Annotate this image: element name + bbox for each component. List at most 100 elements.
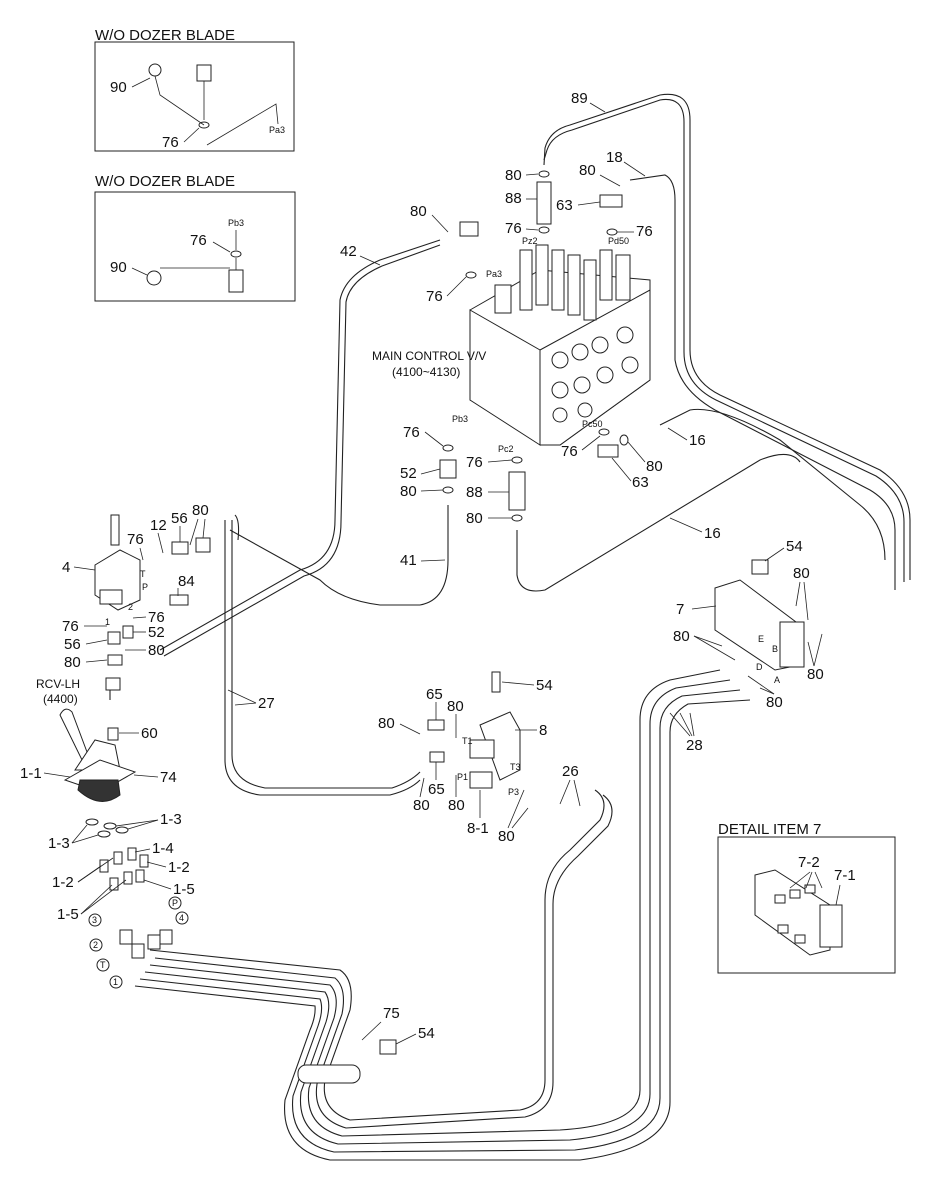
main-control-valve: MAIN CONTROL V/V (4100~4130) Pz2 Pd50 Pa… xyxy=(372,236,651,454)
port-pa3: Pa3 xyxy=(486,269,502,279)
callout-80-l: 80 xyxy=(807,666,824,683)
callout-56-b: 56 xyxy=(64,636,81,653)
callout-18: 18 xyxy=(606,149,623,166)
callout-90-a: 90 xyxy=(110,79,127,96)
callout-12: 12 xyxy=(150,517,167,534)
callout-1-2-b: 1-2 xyxy=(52,874,74,891)
port-1-valve4: 1 xyxy=(105,617,110,627)
callout-75: 75 xyxy=(383,1005,400,1022)
callouts: 89 18 80 80 88 63 76 76 80 42 76 76 52 8… xyxy=(20,90,824,1045)
callout-1-5-a: 1-5 xyxy=(173,881,195,898)
tee-63-top xyxy=(599,194,623,208)
callout-63-a: 63 xyxy=(556,197,573,214)
fitting-52 xyxy=(439,459,457,479)
detail-frame xyxy=(717,836,896,974)
port-d: D xyxy=(756,662,763,672)
callout-80-b: 80 xyxy=(579,162,596,179)
callout-88-a: 88 xyxy=(505,190,522,207)
callout-80-i: 80 xyxy=(64,654,81,671)
callout-1-3-b: 1-3 xyxy=(48,835,70,852)
callout-7-2: 7-2 xyxy=(798,854,820,871)
port-pa3-inset: Pa3 xyxy=(269,125,285,135)
callout-8: 8 xyxy=(539,722,547,739)
port-t1: T1 xyxy=(462,736,473,746)
bolt-54-center xyxy=(491,671,501,693)
callout-52-a: 52 xyxy=(400,465,417,482)
port-pb3-inset: Pb3 xyxy=(228,218,244,228)
callout-1-2-a: 1-2 xyxy=(168,859,190,876)
callout-74: 74 xyxy=(160,769,177,786)
port-a: A xyxy=(774,675,780,685)
callout-27: 27 xyxy=(258,695,275,712)
port-pz2: Pz2 xyxy=(522,236,538,246)
inset-frame-1 xyxy=(94,41,295,152)
callout-1-5-b: 1-5 xyxy=(57,906,79,923)
port-t3: T3 xyxy=(510,762,521,772)
port-2-valve4: 2 xyxy=(128,602,133,612)
detail-item-7-inset: DETAIL ITEM 7 7-2 7-1 xyxy=(717,821,896,974)
callout-76-b: 76 xyxy=(190,232,207,249)
callout-80-o: 80 xyxy=(378,715,395,732)
valve-item-4: T P 1 2 xyxy=(94,514,211,691)
adapter-88-top xyxy=(536,181,552,225)
lever-handle xyxy=(110,514,120,546)
callout-60: 60 xyxy=(141,725,158,742)
callout-54-c: 54 xyxy=(418,1025,435,1042)
main-control-valve-label: MAIN CONTROL V/V xyxy=(372,349,486,363)
port-b: B xyxy=(772,644,778,654)
callout-63-b: 63 xyxy=(632,474,649,491)
callout-76-a: 76 xyxy=(162,134,179,151)
callout-80-e: 80 xyxy=(466,510,483,527)
plug-60 xyxy=(107,727,119,741)
callout-7: 7 xyxy=(676,601,684,618)
callout-80-d: 80 xyxy=(400,483,417,500)
callout-76-h: 76 xyxy=(561,443,578,460)
callout-80-g: 80 xyxy=(192,502,209,519)
cap-90-inset1 xyxy=(148,63,162,77)
port-t-valve4: T xyxy=(140,569,146,579)
callout-76-d: 76 xyxy=(636,223,653,240)
port-p3: P3 xyxy=(508,787,519,797)
callout-54-b: 54 xyxy=(536,677,553,694)
callout-26: 26 xyxy=(562,763,579,780)
circle-t: T xyxy=(100,960,106,970)
port-p-valve4: P xyxy=(142,582,148,592)
callout-90-b: 90 xyxy=(110,259,127,276)
detail-title: DETAIL ITEM 7 xyxy=(718,821,821,838)
fitting-inset2 xyxy=(228,269,244,293)
callout-65-b: 65 xyxy=(428,781,445,798)
callout-76-j: 76 xyxy=(62,618,79,635)
port-pb3: Pb3 xyxy=(452,414,468,424)
callout-76-f: 76 xyxy=(403,424,420,441)
valve-ports xyxy=(551,326,639,423)
callout-76-c: 76 xyxy=(505,220,522,237)
callout-80-f: 80 xyxy=(646,458,663,475)
callout-54-a: 54 xyxy=(786,538,803,555)
circle-4: 4 xyxy=(179,913,184,923)
callout-28: 28 xyxy=(686,737,703,754)
inset-frame-2 xyxy=(94,191,296,302)
callout-80-p: 80 xyxy=(413,797,430,814)
bolt-54-right xyxy=(751,559,769,575)
port-e: E xyxy=(758,634,764,644)
valve-fittings xyxy=(439,170,629,522)
callout-80-m: 80 xyxy=(766,694,783,711)
hose-lines xyxy=(109,93,911,1161)
callout-1-1: 1-1 xyxy=(20,765,42,782)
port-pc50: Pc50 xyxy=(582,419,603,429)
callout-80-n: 80 xyxy=(447,698,464,715)
inset-title-2: W/O DOZER BLADE xyxy=(95,173,235,190)
callout-16-b: 16 xyxy=(704,525,721,542)
callout-80-h: 80 xyxy=(148,642,165,659)
callout-80-r: 80 xyxy=(498,828,515,845)
callout-8-1: 8-1 xyxy=(467,820,489,837)
port-p1: P1 xyxy=(457,772,468,782)
main-control-valve-code: (4100~4130) xyxy=(392,365,460,379)
callout-88-b: 88 xyxy=(466,484,483,501)
port-pd50: Pd50 xyxy=(608,236,629,246)
callout-7-1: 7-1 xyxy=(834,867,856,884)
callout-80-k: 80 xyxy=(673,628,690,645)
callout-76-g: 76 xyxy=(466,454,483,471)
callout-80-q: 80 xyxy=(448,797,465,814)
callout-16-a: 16 xyxy=(689,432,706,449)
